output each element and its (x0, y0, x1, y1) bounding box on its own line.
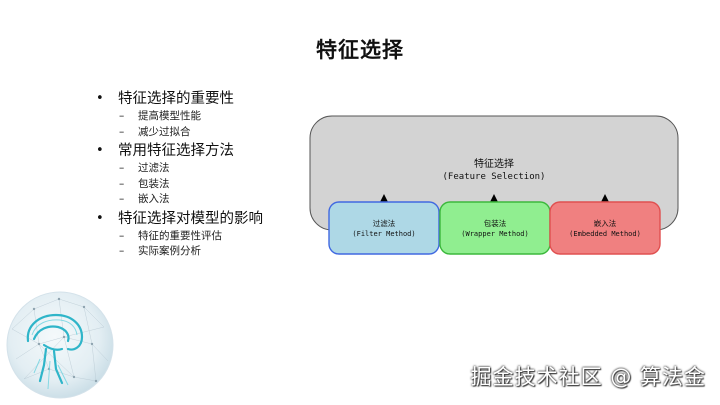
watermark: 掘金技术社区 @ 算法金 (470, 365, 706, 389)
root-node-title: 特征选择 (474, 157, 514, 170)
feature-selection-diagram: 特征选择 (Feature Selection) 过滤法 (Filter Met… (309, 115, 679, 255)
sub-bullet-item: 减少过拟合 (96, 125, 306, 141)
sub-bullet-item: 包装法 (96, 177, 306, 193)
sub-bullet-item: 嵌入法 (96, 192, 306, 208)
filter-method-subtitle: (Filter Method) (352, 230, 415, 238)
embedded-method-node (549, 201, 661, 255)
wrapper-method-subtitle: (Wrapper Method) (461, 230, 528, 238)
root-node-subtitle: (Feature Selection) (443, 172, 546, 182)
sub-bullet-item: 特征的重要性评估 (96, 229, 306, 245)
filter-method-node (328, 201, 440, 255)
bullet-item: 特征选择对模型的影响 (96, 209, 306, 229)
bullet-item: 特征选择的重要性 (96, 89, 306, 109)
wrapper-method-title: 包装法 (484, 218, 507, 228)
bullet-outline: 特征选择的重要性 提高模型性能 减少过拟合 常用特征选择方法 过滤法 包装法 嵌… (96, 88, 306, 260)
bullet-item: 常用特征选择方法 (96, 141, 306, 161)
filter-method-title: 过滤法 (373, 218, 396, 228)
brain-network-logo (6, 291, 114, 399)
sub-bullet-item: 实际案例分析 (96, 244, 306, 260)
embedded-method-subtitle: (Embedded Method) (569, 230, 641, 238)
sub-bullet-item: 提高模型性能 (96, 109, 306, 125)
sub-bullet-item: 过滤法 (96, 161, 306, 177)
embedded-method-title: 嵌入法 (594, 218, 617, 228)
wrapper-method-node (439, 201, 551, 255)
slide-title: 特征选择 (316, 38, 404, 62)
